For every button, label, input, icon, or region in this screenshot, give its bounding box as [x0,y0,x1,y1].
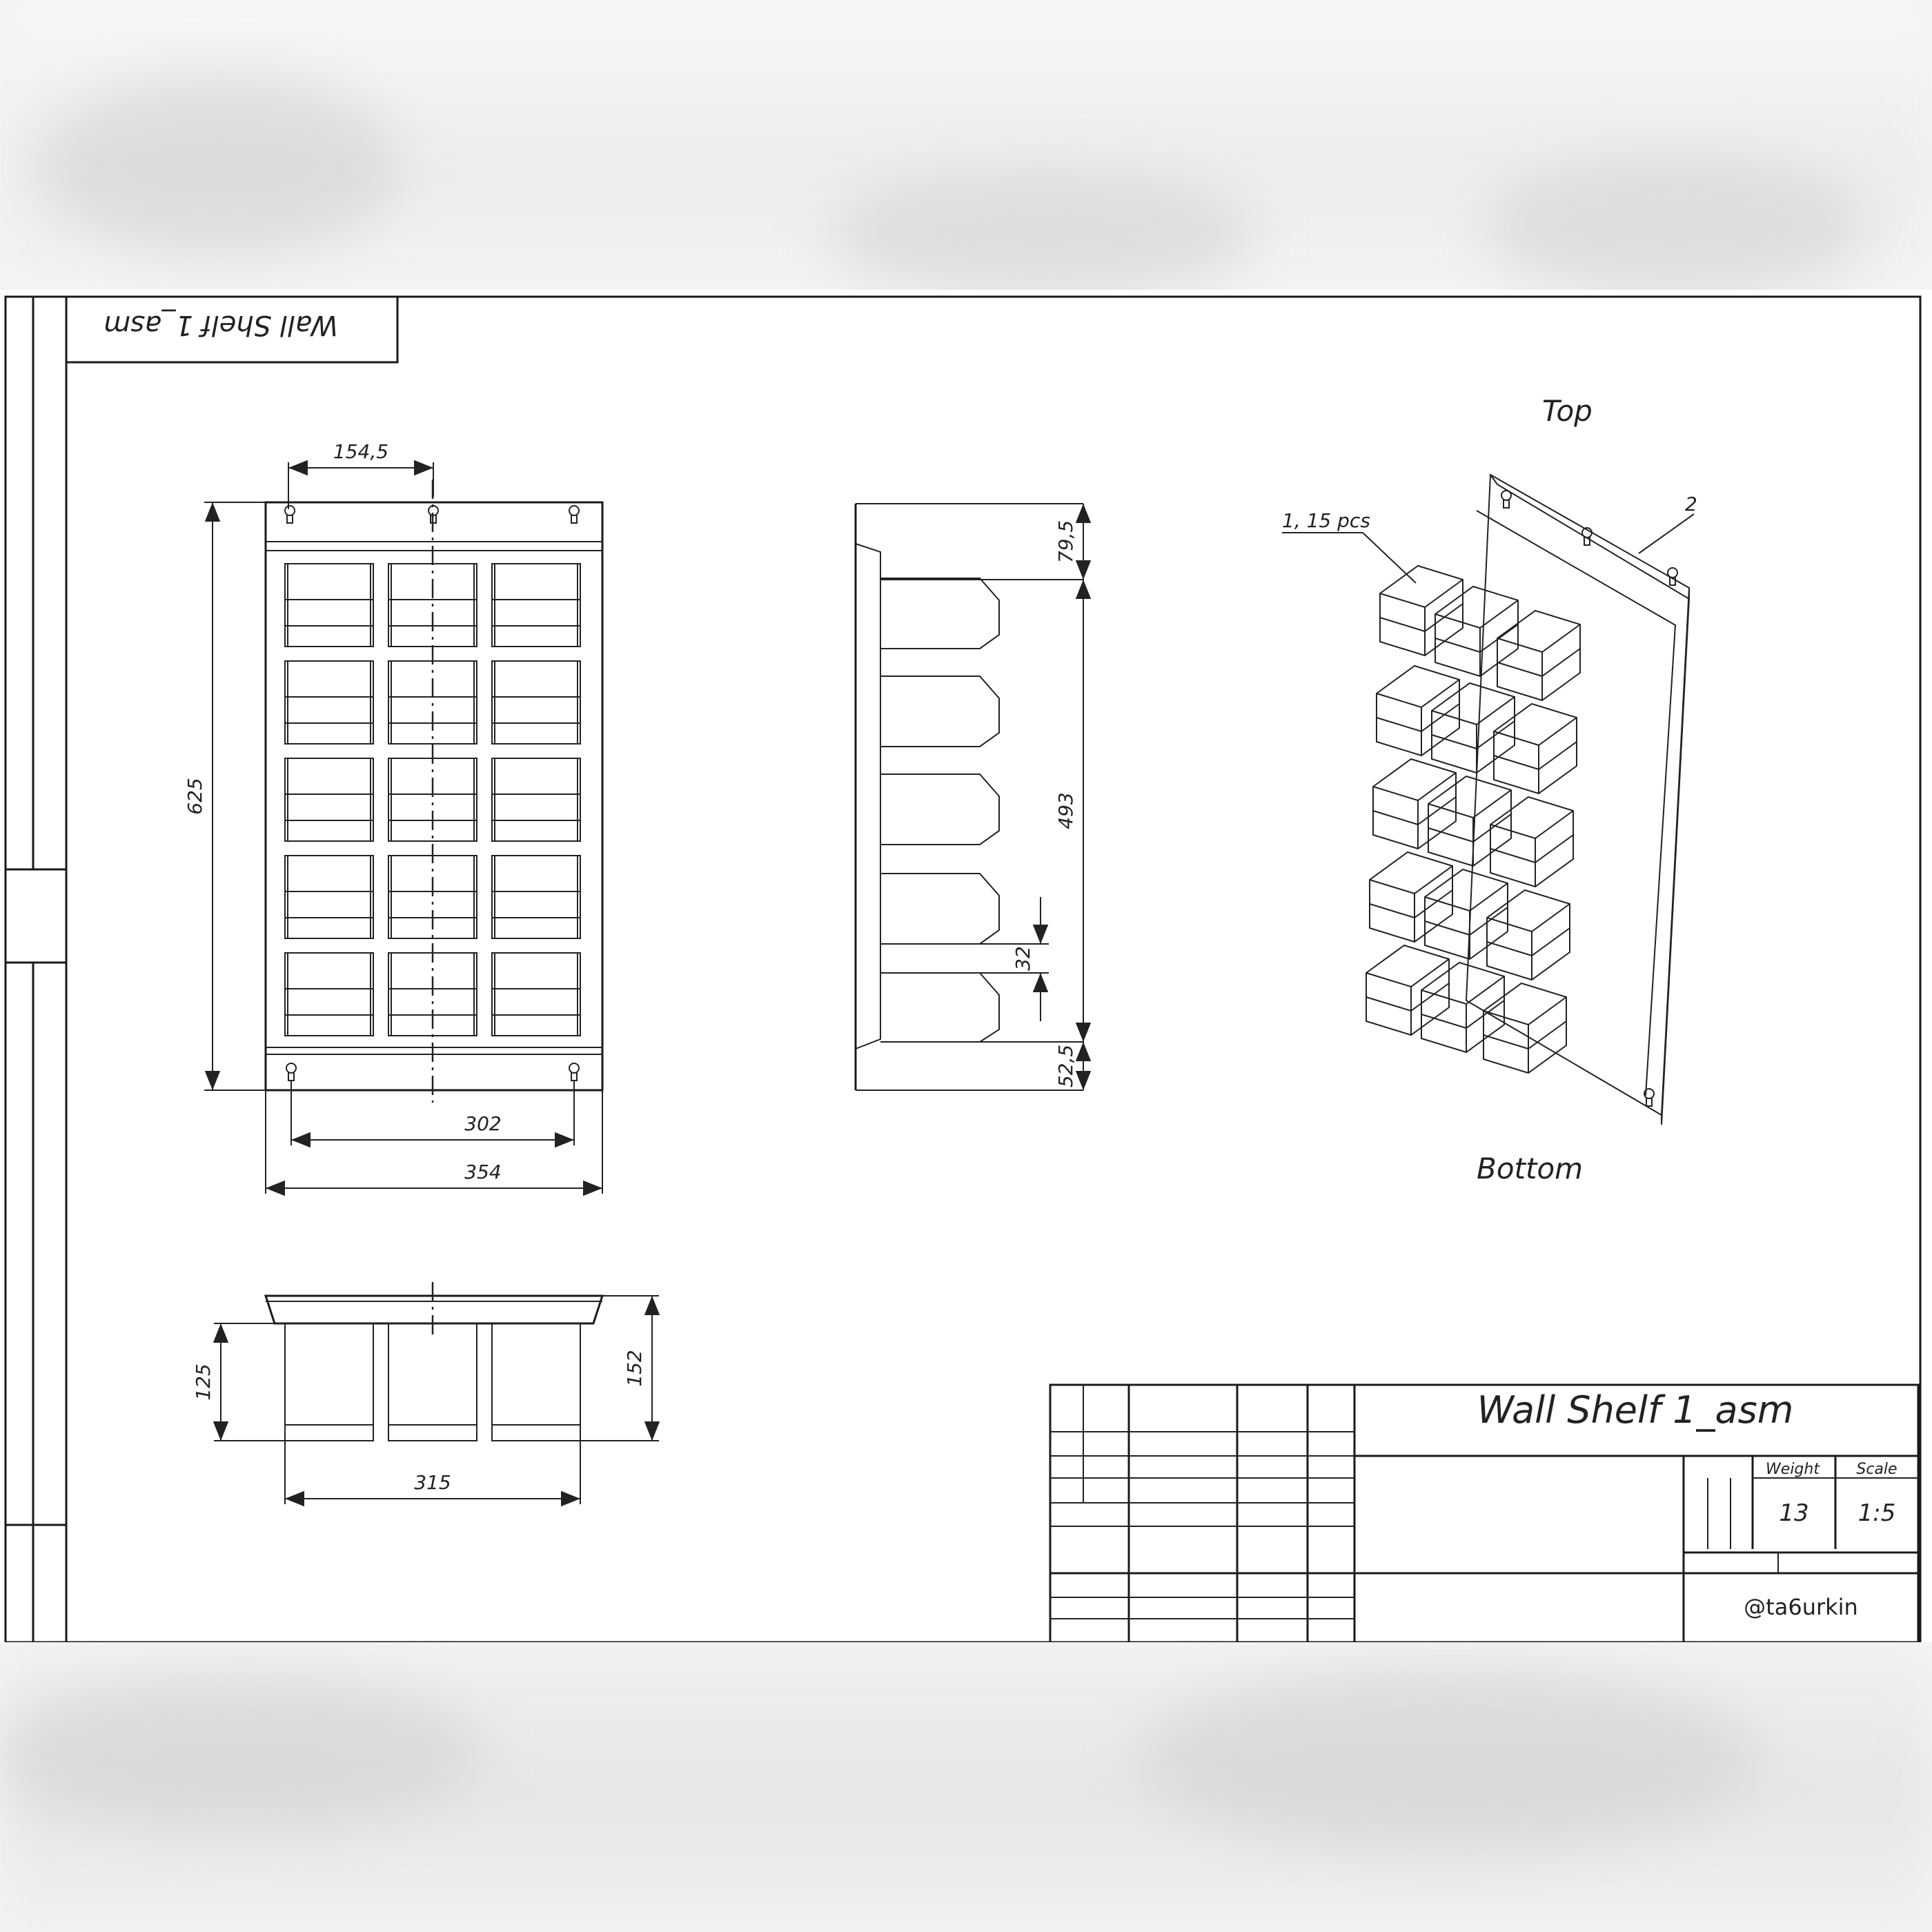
bin-grid [284,563,581,1036]
dim-315: 315 [414,1471,451,1494]
dim-154-5: 154,5 [333,440,388,463]
dim-52-5: 52,5 [1054,1045,1077,1087]
sheet-border [4,295,1922,1642]
scale-label: Scale [1856,1461,1897,1478]
background-smudge [1483,159,1870,297]
dim-625: 625 [184,778,206,814]
label-bottom: Bottom [1477,1152,1583,1185]
drawing-sheet: Wall Shelf 1_asm 154,5 625 [0,290,1932,1642]
weight-value: 13 [1779,1499,1808,1527]
dim-493: 493 [1054,792,1077,829]
callout-bins: 1, 15 pcs [1282,509,1370,532]
callout-panel: 2 [1685,493,1697,515]
label-top: Top [1542,394,1593,428]
front-view: 154,5 625 302 354 [184,440,604,1196]
dim-354: 354 [464,1161,501,1183]
dim-79-5: 79,5 [1054,520,1077,563]
dim-302: 302 [464,1112,501,1135]
dim-32: 32 [1012,946,1034,971]
background-smudge [828,172,1256,297]
author: @ta6urkin [1744,1594,1858,1620]
technical-drawing: Wall Shelf 1_asm 154,5 625 [4,295,1922,1642]
background-smudge [41,76,400,255]
isometric-view: Top Bottom 1, 15 pcs 2 [1282,394,1697,1185]
title-block: Wall Shelf 1_asm Weight Scale 13 1:5 @ta… [1049,1383,1920,1642]
dim-125: 125 [192,1363,215,1400]
bottom-view: 125 152 315 [192,1282,660,1507]
code-box [65,295,399,364]
background-smudge [0,1677,483,1828]
background-smudge [1138,1670,1759,1849]
upside-down-title: Wall Shelf 1_asm [103,309,338,341]
drawing-title: Wall Shelf 1_asm [1477,1388,1794,1432]
side-view: 79,5 493 52,5 32 [854,503,1092,1091]
dim-152: 152 [623,1350,646,1386]
weight-label: Weight [1766,1461,1820,1478]
scale-value: 1:5 [1858,1499,1896,1527]
